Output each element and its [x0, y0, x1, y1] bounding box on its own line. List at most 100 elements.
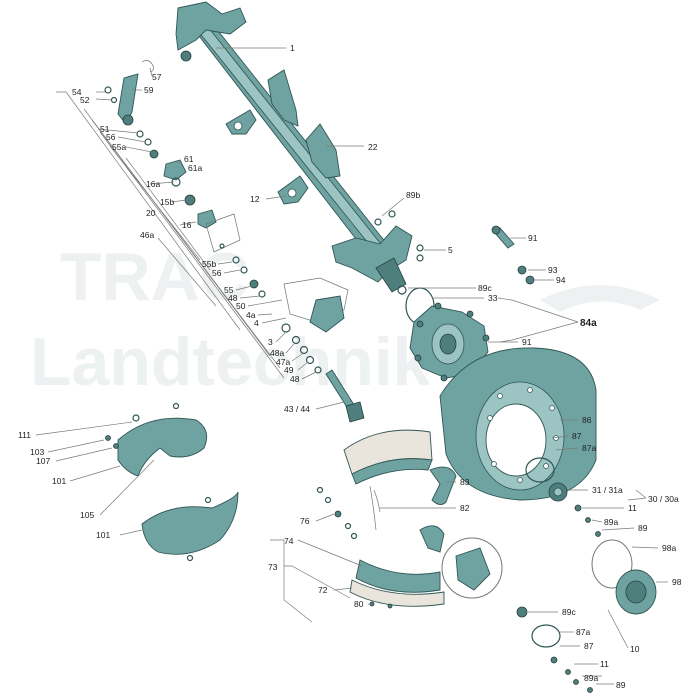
drum-hole — [497, 393, 503, 399]
label-93: 93 — [548, 265, 558, 275]
label-89a: 89a — [604, 517, 618, 527]
label-89c-bottom: 89c — [562, 607, 576, 617]
label-46a: 46a — [140, 230, 154, 240]
drum-bore — [485, 403, 547, 477]
label-51: 51 — [100, 124, 110, 134]
label-4a: 4a — [246, 310, 256, 320]
axle-beam — [175, 1, 413, 293]
bracket-16 — [197, 209, 217, 229]
bolt-111b — [172, 402, 180, 410]
ring-5b — [416, 254, 424, 262]
drum-hole — [549, 405, 555, 411]
nut-31-bore — [553, 487, 563, 497]
hanger-upper — [225, 109, 257, 135]
axle-tube-highlight — [185, 11, 393, 264]
label-57: 57 — [152, 72, 162, 82]
label-86: 86 — [582, 415, 592, 425]
drum-hole — [491, 461, 497, 467]
return-spring-82 — [369, 485, 381, 531]
label-56b: 56 — [212, 268, 222, 278]
bracket-20-outline — [205, 213, 241, 253]
washer-52 — [110, 96, 118, 104]
dust-shield-101-upper — [117, 417, 208, 477]
label-91-hub: 91 — [522, 337, 532, 347]
label-30-30a: 30 / 30a — [648, 494, 679, 504]
label-49: 49 — [284, 365, 294, 375]
label-48a: 48a — [270, 348, 284, 358]
bolt-111 — [132, 414, 140, 422]
label-54: 54 — [72, 87, 82, 97]
drum-hole — [543, 463, 549, 469]
pin-89-lower — [587, 687, 593, 693]
backing-plates — [105, 402, 239, 562]
label-73: 73 — [268, 562, 278, 572]
label-89a-bottom: 89a — [584, 673, 598, 683]
label-4: 4 — [254, 318, 259, 328]
washer-11 — [574, 504, 582, 512]
ring-55b — [232, 256, 240, 264]
bush-55 — [249, 279, 259, 289]
label-87-bottom: 87 — [584, 641, 594, 651]
watermark-swoosh — [540, 285, 660, 312]
label-103: 103 — [30, 447, 44, 457]
label-48b: 48 — [290, 374, 300, 384]
label-55b: 55b — [202, 259, 216, 269]
seal-87 — [525, 457, 555, 483]
bush-15b — [184, 194, 196, 206]
pin-76c — [344, 522, 352, 530]
bolt-101b — [186, 554, 194, 562]
hub-stud — [416, 320, 424, 328]
label-84a: 84a — [580, 318, 597, 329]
hub-and-drum — [405, 287, 657, 615]
hanger-upper-hole — [233, 121, 243, 131]
label-12: 12 — [250, 194, 260, 204]
label-94: 94 — [556, 275, 566, 285]
hub-stud — [440, 374, 448, 382]
label-10: 10 — [630, 644, 640, 654]
pin-76d — [350, 532, 358, 540]
hanger-lower-hole — [287, 188, 297, 198]
hub-stud — [434, 302, 442, 310]
label-16a: 16a — [146, 179, 160, 189]
drum-hole — [527, 387, 533, 393]
bearing-89c — [516, 606, 528, 618]
bolt-91-head — [491, 225, 501, 235]
ring-47a — [299, 345, 309, 355]
label-22: 22 — [368, 142, 378, 152]
label-3: 3 — [268, 337, 273, 347]
washer-54 — [104, 86, 112, 94]
label-61: 61 — [184, 154, 194, 164]
label-11: 11 — [628, 503, 637, 513]
pin-89 — [595, 531, 601, 537]
bush-55a — [149, 149, 159, 159]
axle-end-bracket-top — [175, 1, 247, 51]
label-89: 89 — [638, 523, 648, 533]
bolt-20 — [219, 243, 225, 249]
ring-56b — [240, 266, 248, 274]
bolt-107 — [113, 443, 119, 449]
camshaft-components — [104, 60, 365, 423]
slack-adjuster-hub — [122, 114, 134, 126]
ring-48 — [258, 290, 266, 298]
pin-76a — [316, 486, 324, 494]
pin-89a — [585, 517, 591, 523]
label-59: 59 — [144, 85, 154, 95]
hub-cap-98-center — [625, 580, 647, 604]
ring-89b-2 — [388, 210, 396, 218]
shoe-spring-83 — [429, 466, 457, 505]
label-31-31a: 31 / 31a — [592, 485, 623, 495]
part-labels: 1 57 59 54 52 51 56 55a 61 61a 16a 22 15… — [18, 43, 682, 690]
watermark: TRAC Landtechnik — [30, 239, 660, 400]
pin-11-lower — [565, 669, 571, 675]
label-55a: 55a — [112, 142, 126, 152]
label-98: 98 — [672, 577, 682, 587]
ring-49 — [305, 355, 315, 365]
label-89-bottom: 89 — [616, 680, 626, 690]
label-48: 48 — [228, 293, 238, 303]
ring-48a — [291, 335, 301, 345]
ring-89b — [374, 218, 382, 226]
chamber-bracket-upper — [267, 69, 299, 127]
label-89b: 89b — [406, 190, 420, 200]
drum-hole — [487, 415, 493, 421]
